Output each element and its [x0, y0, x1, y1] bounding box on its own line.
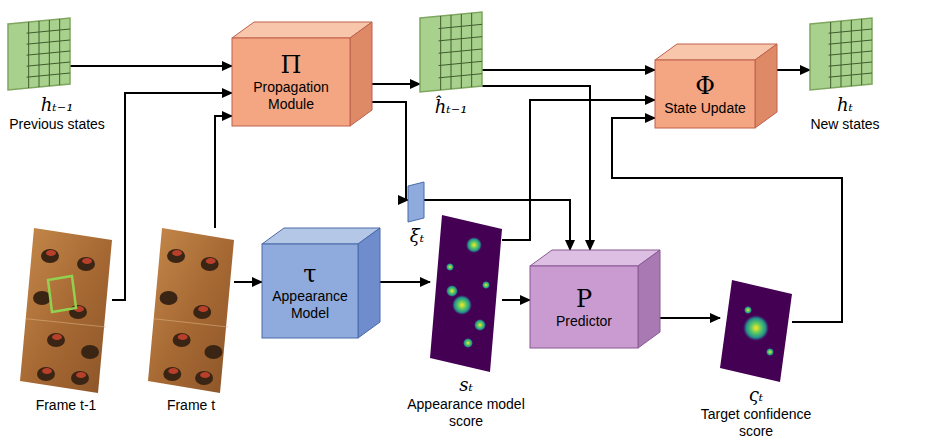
- module-face: τAppearance Model: [262, 244, 358, 338]
- module-node: ΠPropagation Module: [232, 22, 372, 126]
- feature-vector: [408, 182, 424, 222]
- math-symbol: hₜ₋₁: [2, 94, 112, 116]
- data-flow-arrow: [777, 69, 810, 71]
- node-caption: hₜNew states: [800, 94, 890, 133]
- module-face: ΠPropagation Module: [232, 38, 350, 126]
- data-flow-arrow: [372, 102, 408, 200]
- module-name: Appearance Model: [266, 288, 354, 322]
- data-flow-arrow: [502, 299, 530, 301]
- data-flow-arrow: [660, 317, 720, 319]
- math-symbol: ĥₜ₋₁: [416, 96, 486, 118]
- data-flow-arrow: [215, 116, 232, 228]
- data-flow-arrow: [380, 281, 430, 283]
- state-grid: [420, 12, 482, 92]
- module-symbol: P: [576, 285, 592, 313]
- module-name: Propagation Module: [236, 79, 346, 113]
- module-symbol: Π: [281, 51, 302, 79]
- module-box: [262, 228, 380, 338]
- data-flow-arrow: [502, 100, 655, 240]
- module-symbol: τ: [303, 260, 316, 288]
- module-name: State Update: [664, 100, 746, 117]
- node-caption-text: Frame t-1: [16, 397, 116, 414]
- math-symbol: sₜ: [401, 374, 531, 396]
- grid-node: hₜ₋₁Previous states: [8, 18, 70, 90]
- frame-node: Frame t: [148, 228, 234, 393]
- node-caption: ξₜ: [404, 225, 430, 247]
- node-caption-text: Appearance model score: [401, 396, 531, 430]
- score-map: [720, 280, 792, 382]
- map-node: ςₜTarget confidence score: [720, 280, 792, 382]
- state-grid: [810, 18, 872, 90]
- node-caption: Frame t: [141, 397, 241, 414]
- grid-node: ĥₜ₋₁: [420, 12, 482, 92]
- node-caption: hₜ₋₁Previous states: [2, 94, 112, 133]
- module-node: PPredictor: [530, 250, 660, 348]
- video-frame: [20, 228, 112, 393]
- math-symbol: ξₜ: [404, 225, 430, 247]
- module-node: ΦState Update: [655, 44, 777, 128]
- node-caption-text: New states: [800, 116, 890, 133]
- node-caption-text: Previous states: [2, 116, 112, 133]
- state-grid: [8, 18, 70, 90]
- frame-node: Frame t-1: [20, 228, 112, 393]
- map-node: sₜAppearance model score: [430, 215, 502, 372]
- node-caption: ςₜTarget confidence score: [691, 384, 821, 440]
- math-symbol: ςₜ: [691, 384, 821, 406]
- module-node: τAppearance Model: [262, 228, 380, 338]
- node-caption: Frame t-1: [16, 397, 116, 414]
- data-flow-arrow: [70, 65, 232, 67]
- math-symbol: hₜ: [800, 94, 890, 116]
- data-flow-arrow: [372, 83, 420, 85]
- node-caption-text: Frame t: [141, 397, 241, 414]
- module-name: Predictor: [556, 313, 612, 330]
- module-symbol: Φ: [695, 72, 715, 100]
- small-node: ξₜ: [408, 182, 424, 222]
- video-frame: [148, 228, 234, 393]
- data-flow-arrow: [482, 69, 655, 71]
- node-caption: ĥₜ₋₁: [416, 96, 486, 118]
- grid-node: hₜNew states: [810, 18, 872, 90]
- module-face: ΦState Update: [655, 60, 755, 128]
- module-box: [530, 250, 660, 348]
- data-flow-arrow: [482, 86, 590, 250]
- module-face: PPredictor: [530, 266, 638, 348]
- score-map: [430, 215, 502, 372]
- data-flow-arrow: [234, 281, 262, 283]
- node-caption-text: Target confidence score: [691, 406, 821, 440]
- node-caption: sₜAppearance model score: [401, 374, 531, 430]
